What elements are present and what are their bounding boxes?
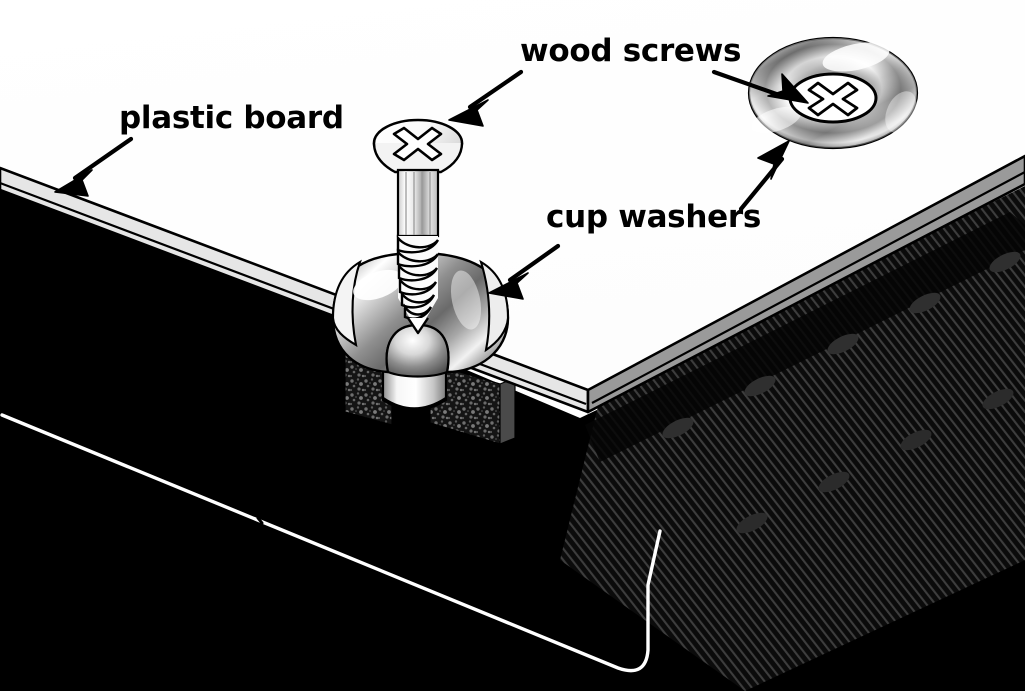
leader-arrows	[54, 69, 809, 300]
beam-profile-outline	[0, 413, 662, 673]
arrow-wood-screw-right	[711, 69, 809, 104]
beam-profile-tick	[256, 516, 264, 525]
screw-threads	[396, 234, 440, 335]
arrow-wood-screw-left	[448, 69, 524, 127]
label-wood-screws: wood screws	[520, 33, 742, 69]
arrow-plastic-board	[54, 136, 134, 197]
cup-washer-detached[interactable]	[747, 36, 923, 150]
arrow-cup-washer-installed	[488, 243, 561, 300]
cross-drive-icon	[392, 126, 443, 162]
arrow-cup-washer-detached	[738, 140, 790, 212]
wood-screw-upright[interactable]	[372, 118, 464, 335]
support-beam	[560, 186, 1025, 691]
label-plastic-board: plastic board	[119, 100, 344, 136]
cross-drive-icon	[807, 81, 859, 117]
beam-hole-row	[662, 251, 1021, 534]
label-cup-washers: cup washers	[546, 199, 761, 235]
screw-shank	[396, 168, 440, 238]
